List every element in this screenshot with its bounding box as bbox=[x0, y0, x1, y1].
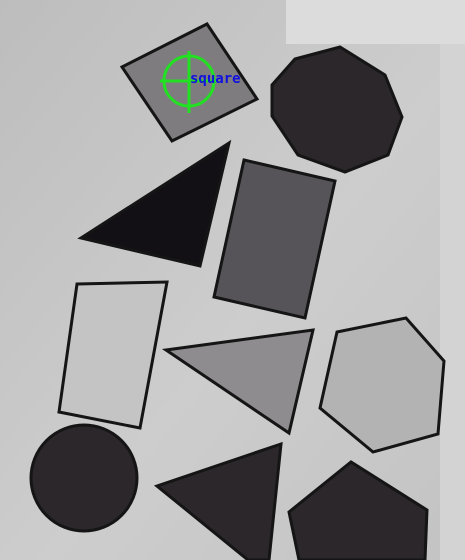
triangle-dark-shape bbox=[153, 441, 283, 560]
circle-shape bbox=[29, 423, 139, 533]
crosshair-icon bbox=[160, 51, 218, 113]
triangle-grey-shape bbox=[161, 328, 315, 436]
triangle-black-shape bbox=[77, 139, 232, 268]
paper-glare bbox=[286, 0, 465, 44]
hexagon-shape bbox=[318, 316, 446, 454]
quadrilateral-shape bbox=[57, 280, 169, 430]
octagon-shape bbox=[270, 45, 404, 174]
rectangle-shape bbox=[212, 158, 337, 320]
detection-label: square bbox=[190, 71, 241, 87]
paper-edge bbox=[440, 44, 465, 560]
pentagon-shape bbox=[287, 460, 429, 560]
